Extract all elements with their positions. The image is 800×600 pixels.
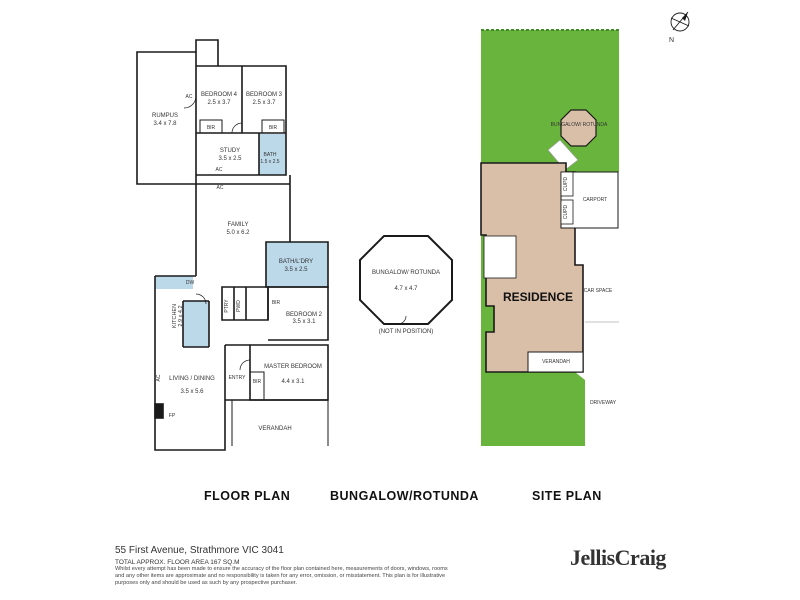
site-bungalow-label: BUNGALOW/ ROTUNDA (551, 122, 608, 128)
room-name-kitchen: KITCHEN (172, 304, 178, 328)
title-floor-plan: FLOOR PLAN (204, 489, 291, 503)
room-name-bedroom3: BEDROOM 3 (246, 92, 283, 98)
room-name-bath: BATH (264, 152, 277, 158)
site-cupd-label-1: CUPD (563, 177, 569, 192)
bungalow-name: BUNGALOW/ ROTUNDA (372, 270, 440, 276)
label-ptry: PTRY (224, 299, 230, 313)
room-size-living: 3.5 x 5.6 (180, 389, 204, 395)
room-name-study: STUDY (220, 148, 240, 154)
title-bungalow: BUNGALOW/ROTUNDA (330, 489, 479, 503)
label-ac-rumpus: AC (186, 94, 193, 100)
room-size-kitchen: 2.9 x 4.2 (178, 305, 184, 326)
site-carport-label: CARPORT (583, 197, 607, 203)
label-ac-study: AC (216, 167, 223, 173)
property-address: 55 First Avenue, Strathmore VIC 3041 (115, 545, 284, 556)
room-size-bathlaundry: 3.5 x 2.5 (284, 267, 308, 273)
label-fp: FP (169, 413, 176, 419)
disclaimer-text: Whilst every attempt has been made to en… (115, 566, 448, 586)
bungalow-note: (NOT IN POSITION) (379, 329, 434, 335)
label-entry: ENTRY (229, 375, 247, 381)
label-ac-family: AC (217, 185, 224, 191)
label-ac-living: AC (156, 374, 162, 381)
label-bir-master: BIR (253, 379, 262, 385)
room-size-family: 5.0 x 6.2 (226, 230, 250, 236)
room-size-bedroom4: 2.5 x 3.7 (207, 100, 231, 106)
site-carspace-label: CAR SPACE (584, 288, 613, 294)
site-verandah-label: VERANDAH (542, 359, 570, 365)
bungalow-rotunda-plan: BUNGALOW/ ROTUNDA 4.7 x 4.7 (NOT IN POSI… (359, 235, 453, 335)
room-size-bath: 1.5 x 2.5 (260, 159, 279, 165)
room-size-study: 3.5 x 2.5 (218, 156, 242, 162)
label-pwd: PWD (236, 300, 242, 312)
room-name-bathlaundry: BATH/L'DRY (279, 259, 313, 265)
room-size-master: 4.4 x 3.1 (281, 379, 305, 385)
floor-plan (136, 39, 329, 451)
room-size-bedroom2: 3.5 x 3.1 (292, 319, 316, 325)
room-name-master: MASTER BEDROOM (264, 364, 322, 370)
label-dw: DW (186, 280, 195, 286)
total-floor-area: TOTAL APPROX. FLOOR AREA 167 SQ.M (115, 559, 240, 566)
site-residence-label: RESIDENCE (503, 290, 573, 304)
site-plan: BUNGALOW/ ROTUNDA RESIDENCE CARPORT CUPD… (480, 29, 619, 446)
brand-logo: JellisCraig (570, 545, 666, 570)
room-name-living: LIVING / DINING (169, 376, 215, 382)
room-name-rumpus: RUMPUS (152, 113, 178, 119)
room-name-bedroom4: BEDROOM 4 (201, 92, 238, 98)
room-size-rumpus: 3.4 x 7.8 (153, 121, 177, 127)
room-name-bedroom2: BEDROOM 2 (286, 312, 323, 318)
site-cupd-label-2: CUPD (563, 205, 569, 220)
compass-icon (670, 11, 690, 32)
bungalow-size: 4.7 x 4.7 (394, 286, 418, 292)
title-site-plan: SITE PLAN (532, 489, 602, 503)
floor-plan-labels: RUMPUS 3.4 x 7.8 BEDROOM 4 2.5 x 3.7 BED… (152, 92, 323, 432)
site-driveway-label: DRIVEWAY (590, 400, 617, 406)
label-verandah-floor: VERANDAH (258, 426, 291, 432)
room-name-family: FAMILY (228, 222, 249, 228)
label-bir-bed4: BIR (207, 125, 216, 131)
label-bir-bed2: BIR (272, 300, 281, 306)
room-size-bedroom3: 2.5 x 3.7 (252, 100, 276, 106)
label-bir-bed3: BIR (269, 125, 278, 131)
compass-north-label: N (669, 37, 675, 44)
